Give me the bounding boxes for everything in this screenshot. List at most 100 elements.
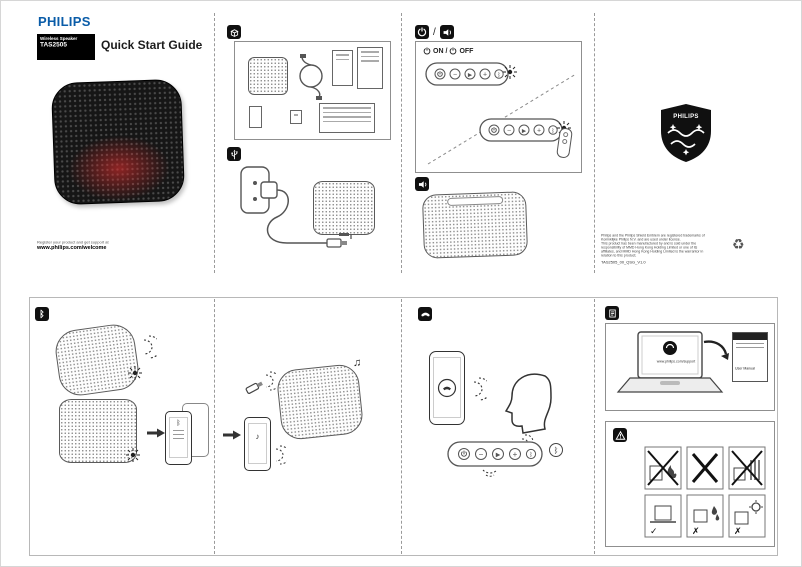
- speaker-front-view: [59, 399, 137, 463]
- model-badge: Wireless Speaker TAS2505: [37, 34, 95, 60]
- button-press-indicator: [503, 65, 517, 79]
- button-press-indicator: [128, 366, 142, 380]
- fold-line: [594, 13, 595, 273]
- svg-text:−: −: [453, 72, 457, 79]
- button-press-indicator: [126, 448, 140, 462]
- warning-no-fire-pictogram: [644, 446, 682, 490]
- music-note-icon: ♪: [255, 432, 260, 441]
- speaker-top-controls: − ▶ + ᛒ: [447, 441, 543, 467]
- speaker-top-controls: − ▶ + ᛒ: [425, 62, 509, 86]
- phone-bluetooth-menu: ᛒ: [165, 411, 192, 465]
- device-list-line: [173, 429, 184, 431]
- legal-line: Philips and the Philips Shield Emblem ar…: [601, 234, 705, 238]
- power-icon: [415, 25, 429, 39]
- speakerphone-icon: [415, 177, 429, 191]
- adapter-item: [290, 110, 302, 124]
- booklet-2: [357, 47, 383, 89]
- bluetooth-icon: ᛒ: [35, 307, 49, 321]
- music-note-icon: ♫: [353, 357, 362, 369]
- svg-text:ᛒ: ᛒ: [497, 72, 500, 79]
- warning-correct-placement-pictogram: ✓: [644, 494, 682, 538]
- doc-code: TAS2505_00_QSG_V1.0: [601, 260, 646, 265]
- call-icon: [437, 378, 457, 397]
- curved-arrow-icon: [703, 340, 729, 360]
- svg-text:+: +: [483, 72, 487, 79]
- signal-waves-icon: [482, 469, 498, 477]
- charging-speaker: [313, 181, 375, 235]
- svg-text:✗: ✗: [692, 526, 700, 536]
- warning-cross-pictogram: [686, 446, 724, 490]
- user-manual-card: User Manual: [732, 332, 768, 382]
- product-line-label: Wireless Speaker: [40, 36, 78, 41]
- smartphone-call-screen: [429, 351, 465, 425]
- voice-waves-icon: [521, 434, 534, 447]
- register-note: Register your product and get support at: [37, 240, 109, 245]
- legal-line: responsibility of MMD Hong Kong Holding …: [601, 246, 698, 250]
- box-contents-illustration: [234, 41, 391, 140]
- laptop-illustration: [616, 331, 724, 393]
- product-hero-image: [50, 78, 186, 206]
- legal-line: This product has been manufactured by an…: [601, 242, 697, 246]
- fold-line: [401, 13, 402, 273]
- model-number: TAS2505: [40, 40, 67, 48]
- svg-text:▶: ▶: [496, 453, 501, 459]
- usb-port: [339, 233, 349, 236]
- usb-cable-coil: [299, 54, 323, 100]
- register-url: www.philips.com/welcome: [37, 244, 107, 251]
- svg-text:▶: ▶: [522, 129, 527, 135]
- support-url-block: www.philips.com/support: [646, 360, 766, 367]
- support-url: www.philips.com/support: [656, 360, 696, 364]
- speaker-pairing-view: [52, 321, 142, 399]
- on-label: ON: [433, 47, 444, 55]
- speaker-streaming-view: [275, 362, 365, 442]
- safety-warnings-box: ✓ ✗ ✗: [605, 421, 775, 547]
- warranty-card: [319, 103, 375, 133]
- power-glyph: [423, 47, 431, 55]
- legal-line: Koninklijke Philips N.V. and are used un…: [601, 238, 681, 242]
- svg-text:✓: ✓: [650, 526, 658, 536]
- warning-no-heater-pictogram: [728, 446, 766, 490]
- manual-book-icon: [605, 306, 619, 320]
- warning-icon: [613, 428, 627, 442]
- signal-waves-icon: [143, 335, 157, 359]
- legal-text-block: Philips and the Philips Shield Emblem ar…: [601, 234, 801, 282]
- device-list-line: [173, 433, 184, 435]
- signal-waves-icon: [473, 377, 487, 401]
- online-manual-illustration: www.philips.com/support User Manual: [605, 323, 775, 411]
- speaker-red-glow: [51, 79, 185, 205]
- device-list-line: [173, 437, 184, 439]
- fold-line: [594, 299, 595, 554]
- speaker-placement-image: [421, 191, 529, 259]
- svg-text:−: −: [479, 450, 484, 459]
- bluetooth-glyph: ᛒ: [176, 420, 181, 427]
- signal-waves-icon: [275, 445, 287, 465]
- fold-line: [214, 299, 215, 554]
- user-manual-label: User Manual: [735, 367, 755, 371]
- philips-wordmark: PHILIPS: [38, 14, 91, 29]
- warning-pictogram-grid: ✓ ✗ ✗: [644, 446, 766, 538]
- person-head-illustration: [504, 373, 552, 434]
- recycle-icon: ♻: [732, 236, 745, 252]
- svg-text:+: +: [513, 450, 518, 459]
- bottom-sheet-frame: [29, 297, 778, 556]
- svg-text:+: +: [537, 128, 541, 135]
- svg-text:✗: ✗: [734, 526, 742, 536]
- off-label: OFF: [459, 47, 474, 55]
- power-glyph: [450, 47, 457, 55]
- svg-text:PHILIPS: PHILIPS: [673, 114, 698, 120]
- philips-shield-emblem: PHILIPS: [661, 104, 711, 162]
- phone-call-icon: [418, 307, 432, 321]
- svg-text:−: −: [507, 128, 511, 135]
- on-off-caption: ON / OFF: [423, 47, 473, 55]
- on-off-separator: /: [445, 47, 448, 55]
- user-manual-label-block: User Manual: [735, 367, 799, 374]
- svg-text:▶: ▶: [468, 73, 473, 79]
- arrow-icon: [147, 428, 165, 438]
- booklet-1: [332, 50, 353, 86]
- guide-title: Quick Start Guide: [101, 38, 203, 52]
- package-box-icon: [227, 25, 241, 39]
- power-on-off-illustration: ON / OFF − ▶ + ᛒ: [415, 41, 582, 173]
- fold-line: [214, 13, 215, 273]
- arrow-icon: [223, 430, 241, 440]
